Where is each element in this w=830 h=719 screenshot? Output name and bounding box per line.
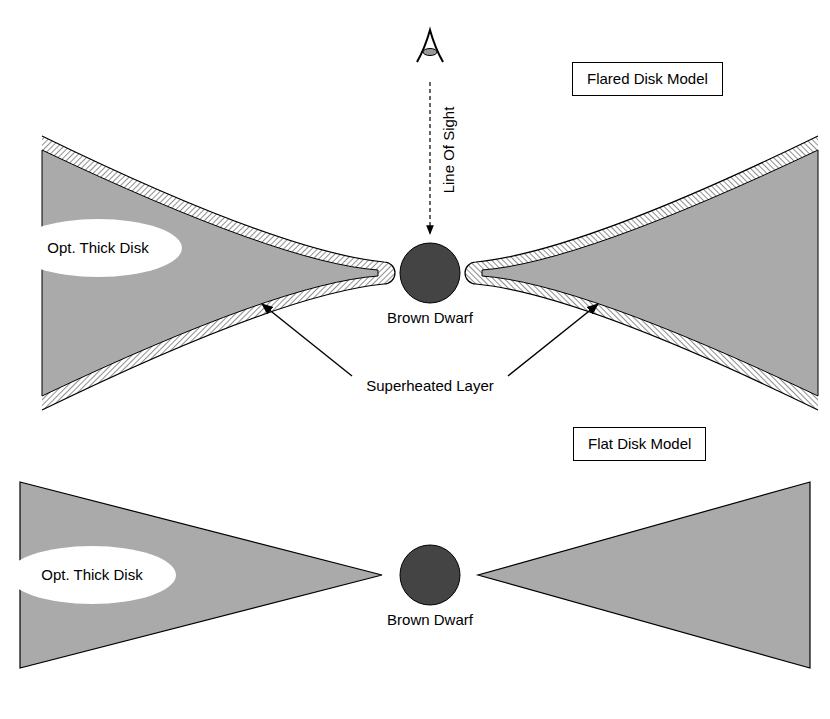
flared-disk xyxy=(465,136,818,410)
node-text: Brown Dwarf xyxy=(387,309,473,327)
sight-line xyxy=(429,82,430,234)
node-text: Flat Disk Model xyxy=(588,435,691,452)
node-text: Opt. Thick Disk xyxy=(41,566,142,584)
disk-region-ellipse: Opt. Thick Disk xyxy=(7,545,177,605)
model-title-box: Flared Disk Model xyxy=(572,62,723,96)
node-text: Flared Disk Model xyxy=(587,70,708,87)
eye-symbol xyxy=(417,30,443,62)
node-text: Opt. Thick Disk xyxy=(47,239,148,257)
disk-region-ellipse: Opt. Thick Disk xyxy=(13,218,183,278)
pointer-arrow xyxy=(508,304,598,376)
brown-dwarf-disc xyxy=(398,543,462,607)
brown-dwarf-circle: Brown Dwarf xyxy=(387,543,473,629)
axis-label: Line Of Sight xyxy=(440,105,458,196)
flat-disk xyxy=(478,482,810,668)
pointer-arrow xyxy=(262,304,352,376)
brown-dwarf-disc xyxy=(398,241,462,305)
brown-dwarf-circle: Brown Dwarf xyxy=(387,241,473,327)
flat-disk xyxy=(20,482,382,668)
callout-label: Superheated Layer xyxy=(364,377,496,395)
node-text: Brown Dwarf xyxy=(387,611,473,629)
model-title-box: Flat Disk Model xyxy=(573,427,706,461)
